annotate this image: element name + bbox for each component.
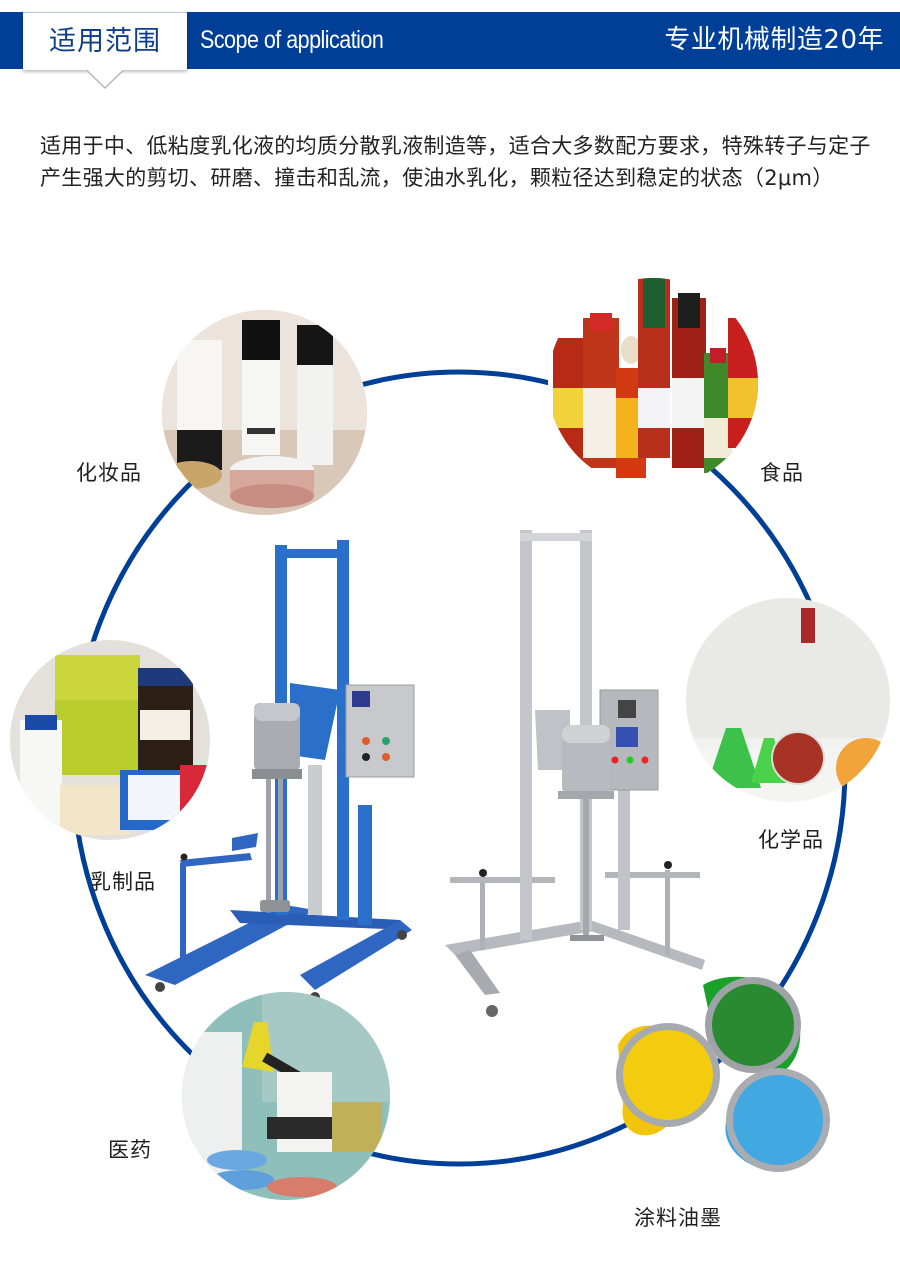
food-image — [548, 278, 758, 488]
pharmaceutical-image — [182, 992, 390, 1200]
label-cosmetics: 化妆品 — [76, 461, 142, 485]
dairy-image — [10, 640, 210, 840]
blue-homogenizer-image — [145, 540, 415, 1002]
label-food: 食品 — [760, 461, 804, 485]
label-dairy: 乳制品 — [90, 870, 156, 894]
description-text: 适用于中、低粘度乳化液的均质分散乳液制造等，适合大多数配方要求，特殊转子与定子产… — [40, 134, 871, 190]
cosmetics-image — [162, 310, 367, 515]
section-title-en: Scope of application — [200, 26, 384, 54]
section-title-zh: 适用范围 — [49, 26, 161, 57]
chemicals-image — [686, 598, 890, 802]
paint-ink-image — [608, 965, 830, 1180]
section-title-card: 适用范围 — [23, 12, 187, 70]
stainless-homogenizer-image — [445, 530, 705, 1017]
label-pharmaceutical: 医药 — [108, 1138, 152, 1162]
slogan: 专业机械制造20年 — [664, 25, 884, 55]
pointer-arrow-icon — [87, 70, 123, 89]
label-chemicals: 化学品 — [758, 828, 824, 852]
label-paint-ink: 涂料油墨 — [634, 1206, 722, 1230]
